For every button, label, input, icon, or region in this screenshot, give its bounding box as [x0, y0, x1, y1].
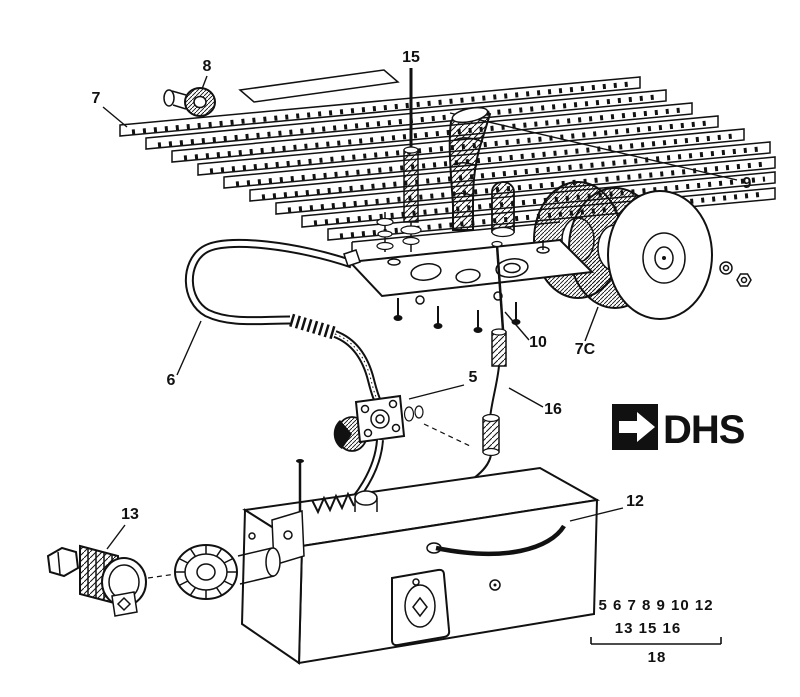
part-label-8: 8 [203, 58, 212, 75]
part-callouts: 7 8 15 9 7C 10 16 6 5 12 13 [92, 49, 752, 550]
burner-manifold-plate [347, 221, 595, 298]
spark-plug-8 [163, 87, 216, 117]
burner-rail [171, 102, 693, 163]
venturi-tube [448, 106, 492, 231]
top-mounting-plate [238, 69, 400, 103]
logo-arrow-icon [619, 412, 655, 442]
part-label-13: 13 [121, 506, 139, 523]
legend-bracket [590, 637, 722, 645]
control-window [391, 568, 451, 647]
burner-rail [301, 171, 776, 228]
legend-row-2: 13 15 16 [615, 620, 681, 637]
leader-7 [102, 106, 128, 128]
ignition-electrode-16 [473, 328, 507, 479]
leader-8 [201, 75, 208, 90]
leader-10 [504, 311, 530, 341]
leader-6 [176, 320, 202, 376]
part-label-9: 9 [743, 175, 752, 192]
frame-edge [449, 112, 738, 181]
valve-flange-5 [333, 394, 471, 452]
fan-disc-front [607, 190, 713, 320]
cable [435, 524, 566, 556]
part-label-10: 10 [529, 334, 547, 351]
burner-rail [119, 76, 641, 137]
electrode-rod-10 [491, 240, 505, 331]
ignition-rod-15 [400, 68, 422, 252]
control-knob [174, 532, 281, 600]
pipe-coil [289, 313, 336, 340]
burner-rail [145, 89, 667, 150]
part-label-6: 6 [167, 372, 176, 389]
flex-hose [333, 330, 383, 406]
pipe-nut [343, 249, 361, 267]
burner-rail [275, 156, 776, 215]
legend: 5 6 7 8 9 10 12 13 15 16 18 [590, 597, 722, 666]
logo-text: DHS [663, 408, 745, 452]
part-label-7: 7 [92, 90, 101, 107]
washer-stack [376, 212, 394, 252]
leader-5 [408, 384, 465, 400]
burner-rail [223, 128, 745, 189]
dhs-logo: DHS [612, 404, 746, 452]
gas-pipe-6 [184, 238, 383, 406]
disc-bolt [719, 261, 733, 275]
leader-13 [106, 524, 126, 550]
leader-12 [569, 507, 624, 522]
inlet-fitting-13 [46, 544, 177, 617]
disc-nut [736, 273, 752, 287]
legend-row-1: 5 6 7 8 9 10 12 [598, 597, 713, 614]
leader-16 [508, 387, 544, 408]
part-label-15: 15 [402, 49, 420, 66]
legend-group-label: 18 [648, 649, 667, 666]
part-label-5: 5 [469, 369, 478, 386]
manifold-screws [393, 291, 521, 333]
leader-7c [584, 306, 599, 342]
part-label-16: 16 [544, 401, 562, 418]
control-unit-12 [240, 459, 601, 665]
pilot-cap [491, 181, 515, 238]
part-label-7c: 7C [575, 341, 596, 358]
solenoid-coil [311, 491, 355, 515]
part-label-12: 12 [626, 493, 644, 510]
